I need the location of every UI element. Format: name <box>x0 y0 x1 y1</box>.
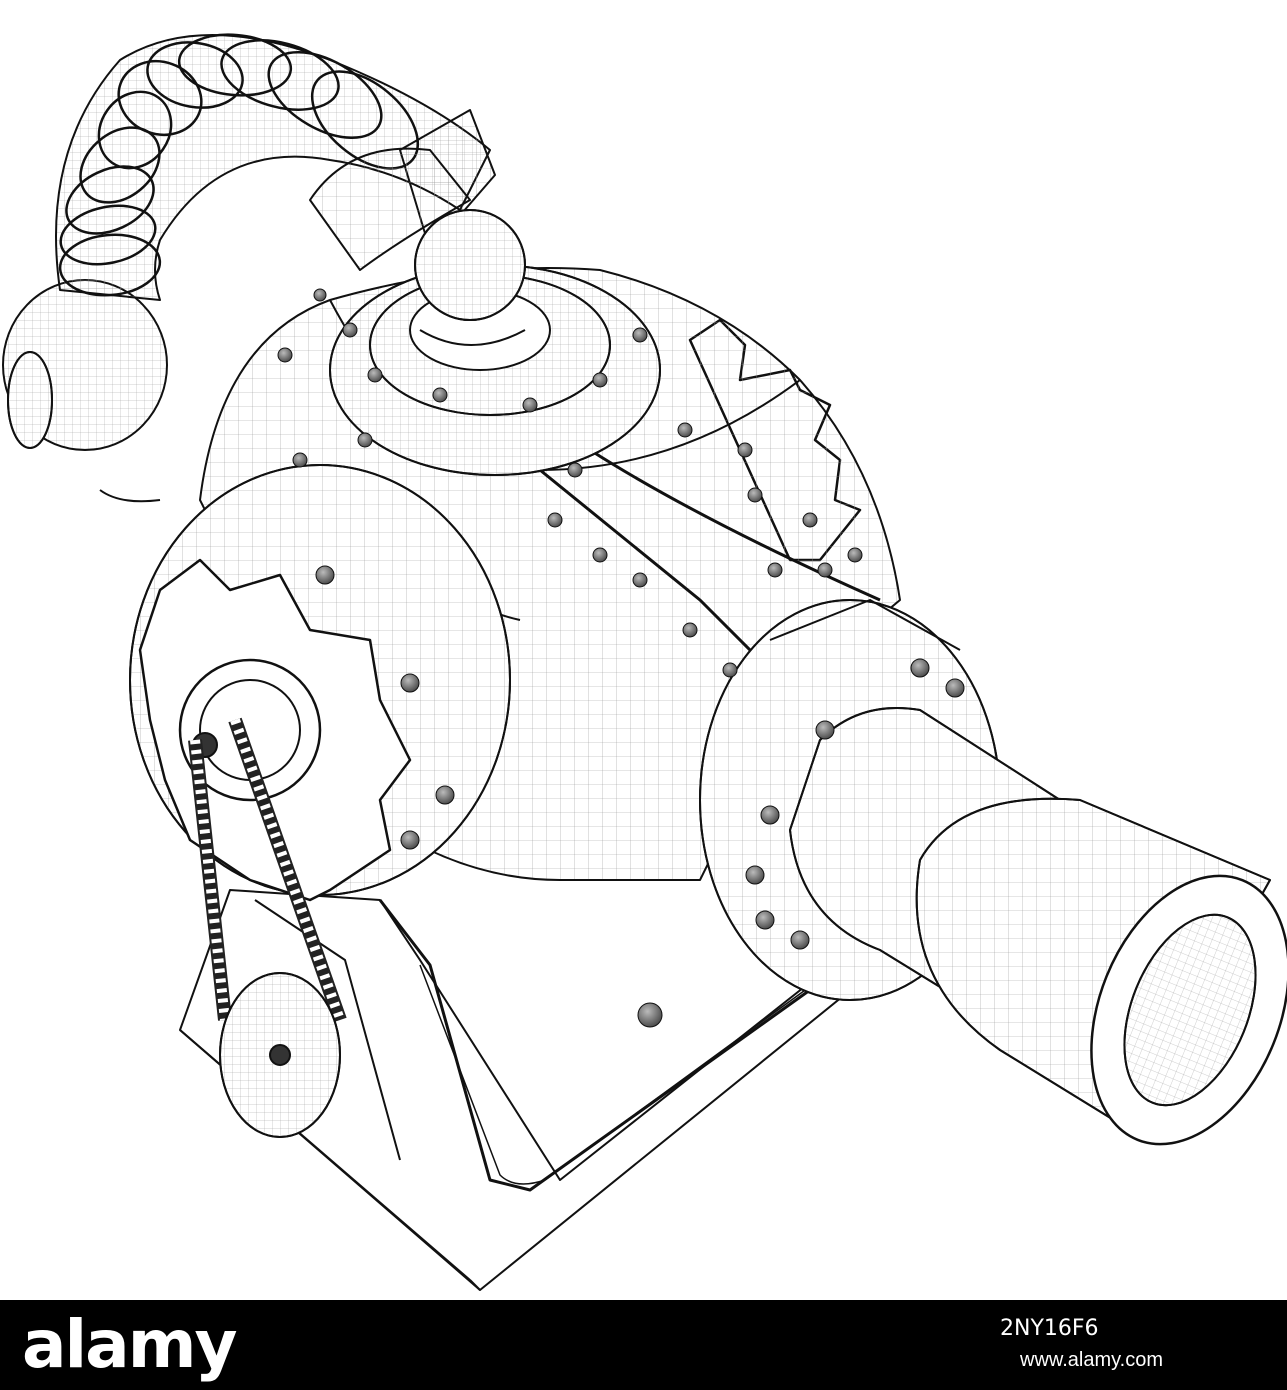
drive-gear <box>129 464 511 902</box>
drive-chain <box>188 717 347 1138</box>
watermark-footer: alamy 2NY16F6 www.alamy.com <box>0 1300 1287 1390</box>
rivets <box>277 288 965 1028</box>
image-id: 2NY16F6 <box>1000 1316 1099 1341</box>
top-dome <box>329 209 661 476</box>
credit-url: www.alamy.com <box>1020 1349 1163 1371</box>
alamy-logo: alamy <box>22 1306 237 1383</box>
intake-hose <box>2 33 496 503</box>
barrel <box>789 707 1287 1146</box>
cannon-illustration <box>2 33 1287 1291</box>
